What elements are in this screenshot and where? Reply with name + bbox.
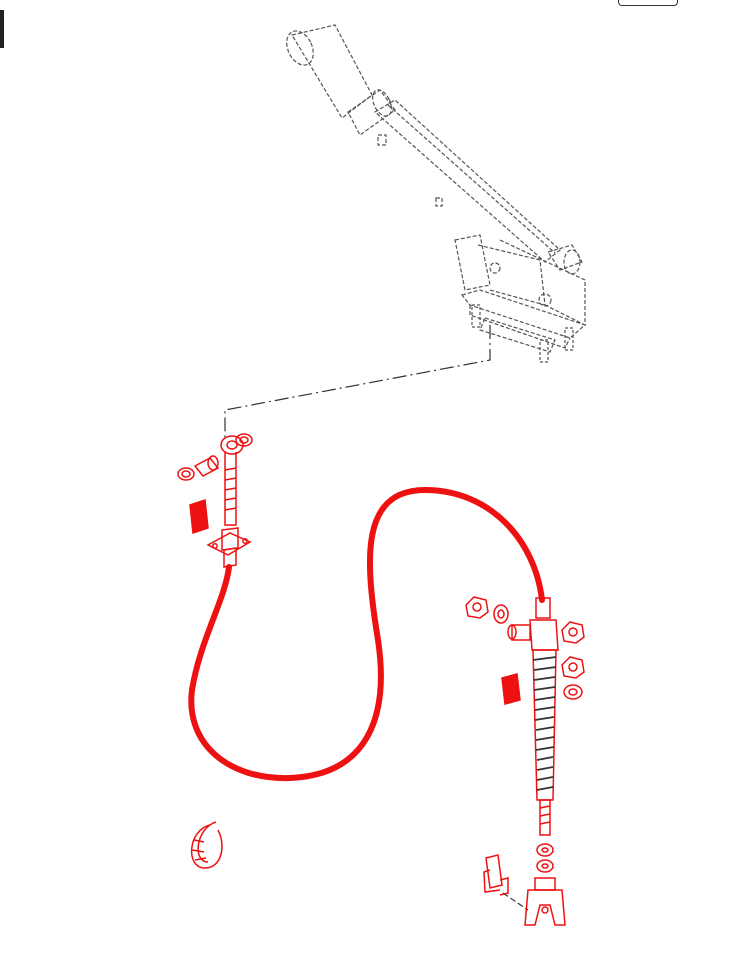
cable-clip [190, 821, 223, 869]
window-edge-tab [0, 10, 4, 48]
window-top-handle [618, 0, 678, 6]
lever-mounting-bracket [454, 234, 587, 353]
brake-cable [188, 486, 545, 782]
handbrake-lever [286, 24, 583, 275]
leader-line [224, 325, 491, 440]
cotter-pin [483, 854, 509, 896]
washer [177, 433, 253, 481]
rubber-boot [501, 673, 521, 705]
leader-line-lower [502, 892, 529, 911]
clevis-pin [193, 455, 220, 477]
lower-clevis [524, 877, 566, 926]
rubber-boot [189, 498, 209, 535]
washer [493, 604, 509, 624]
threaded-adjuster [532, 649, 557, 836]
hex-nut [561, 621, 585, 679]
hex-nut [465, 596, 489, 619]
cable-end-fitting [507, 597, 559, 651]
upper-clevis-eye [206, 435, 252, 568]
washer [536, 843, 554, 873]
washer [563, 684, 583, 700]
